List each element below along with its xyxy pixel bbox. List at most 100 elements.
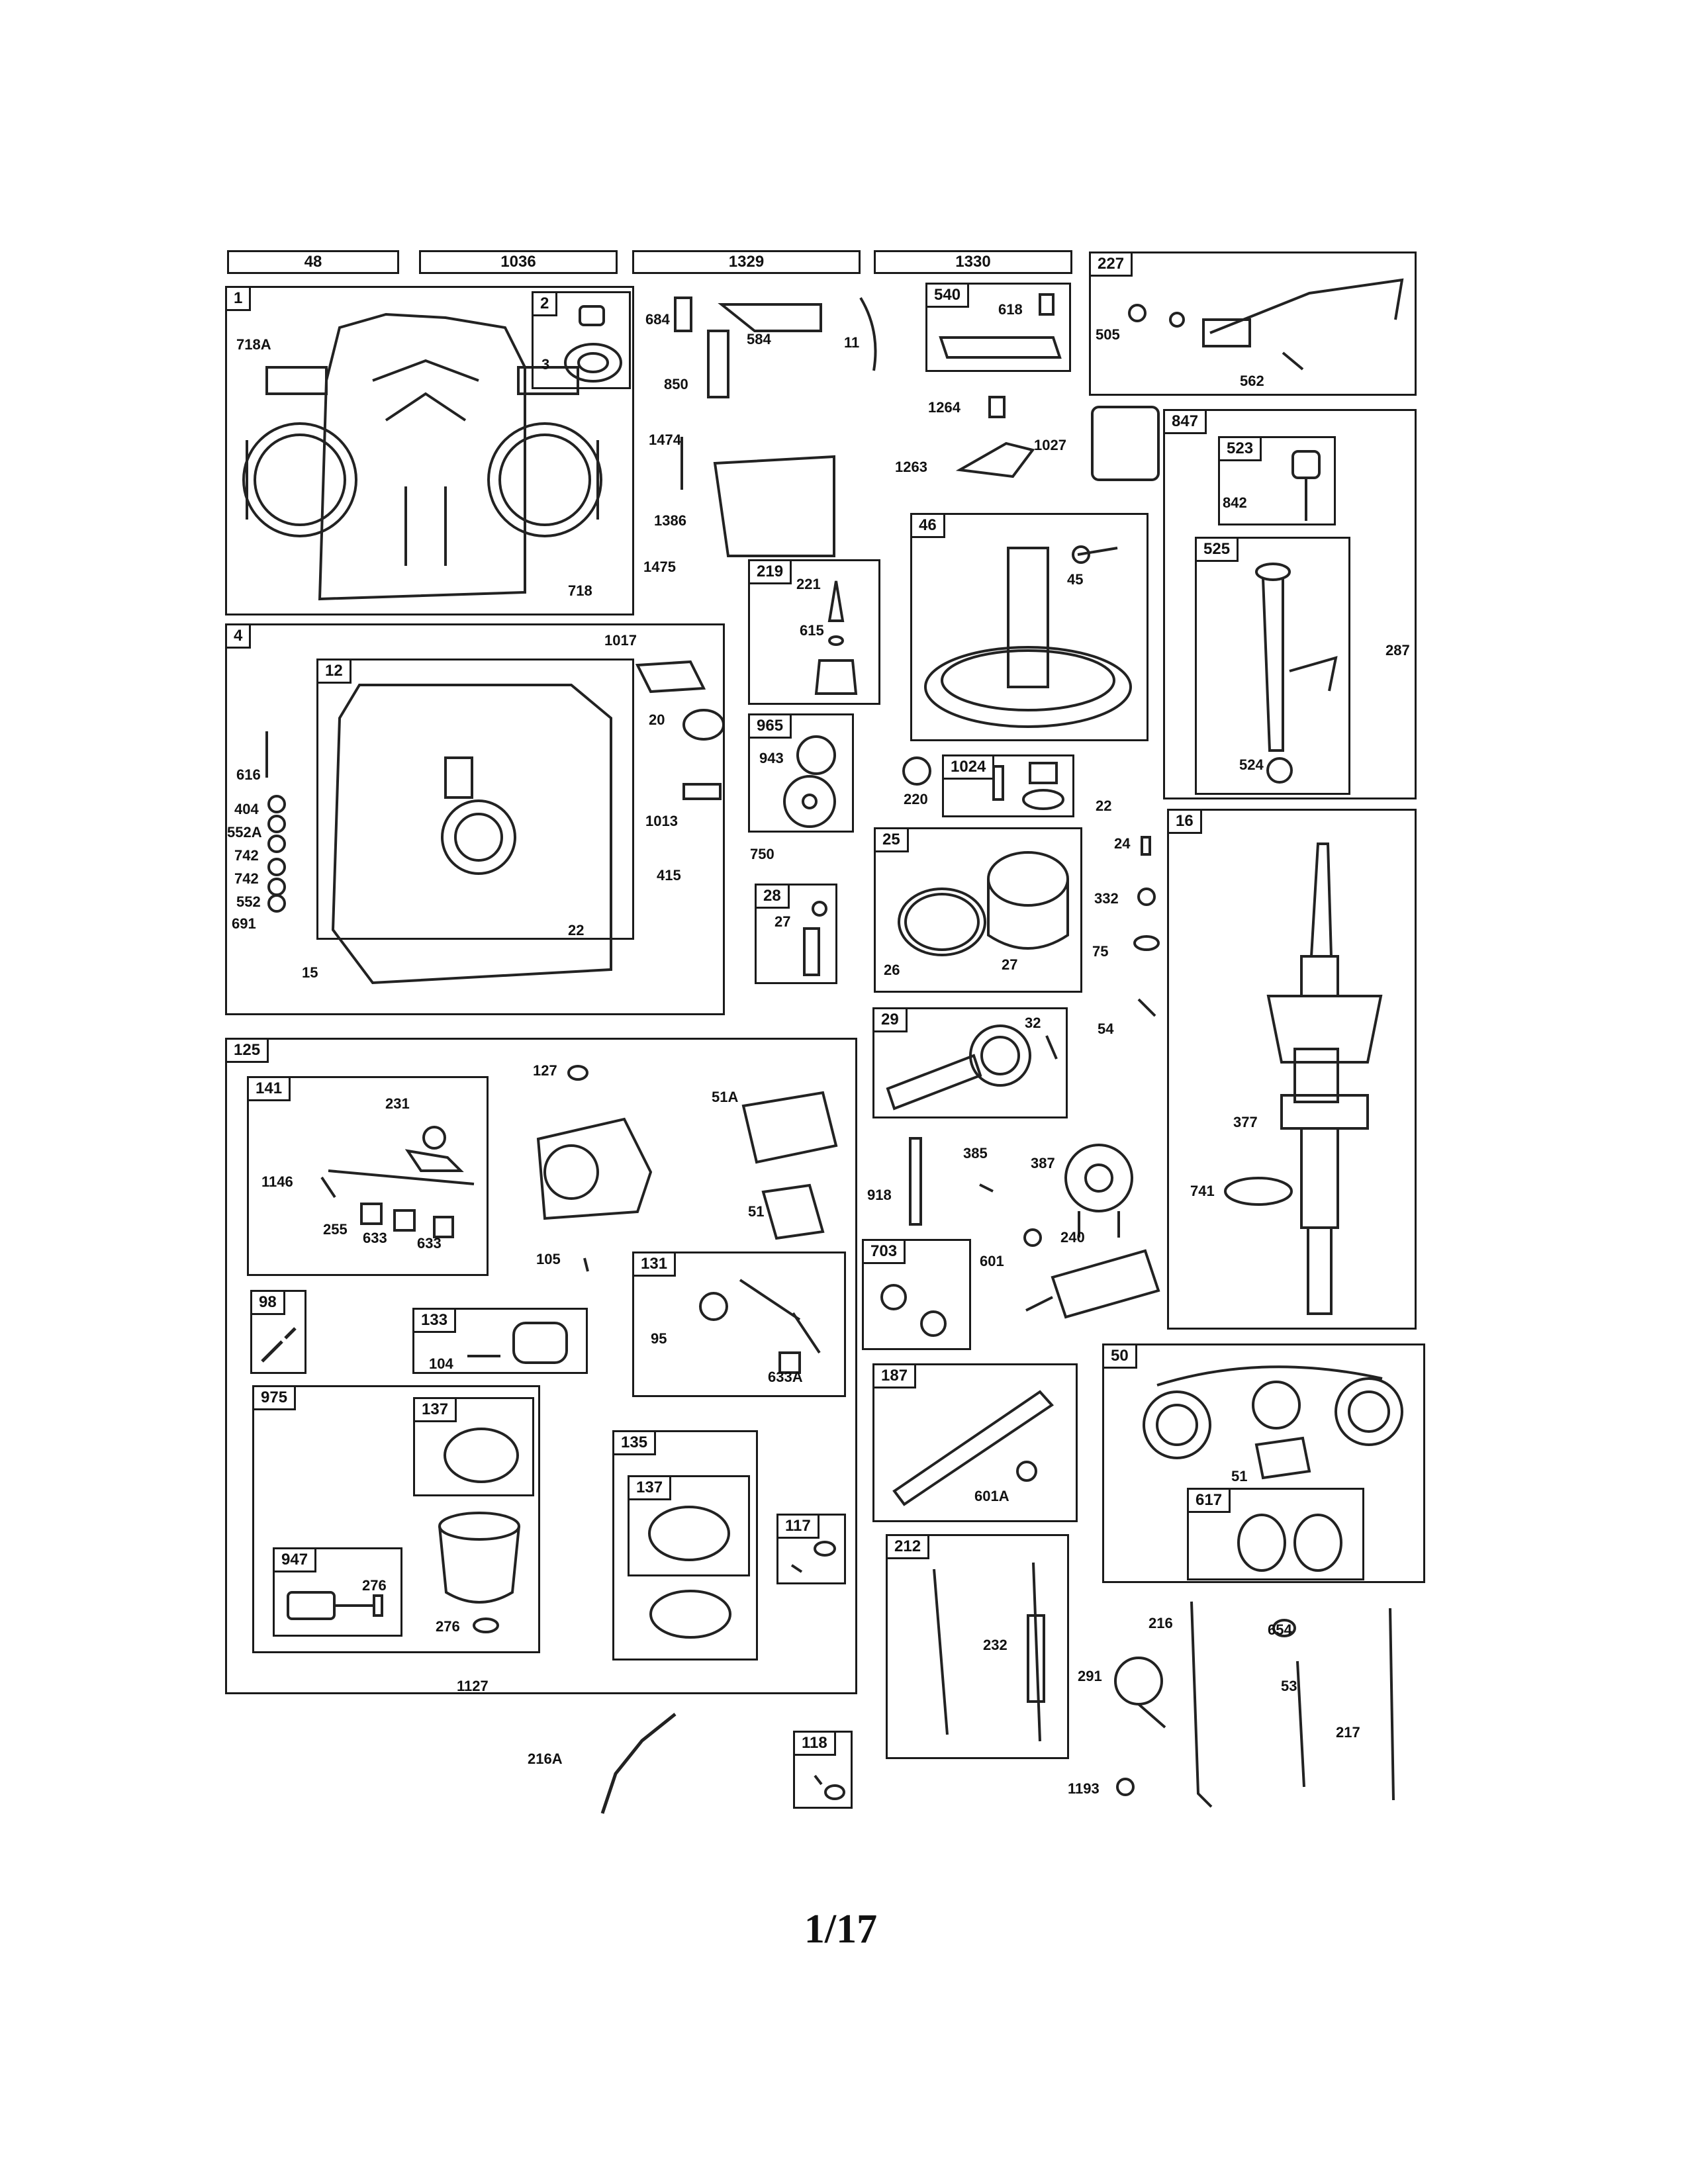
label-415: 415 [657,867,681,884]
label-850: 850 [664,376,688,392]
label-601A: 601A [974,1488,1009,1504]
label-618: 618 [998,301,1023,318]
screw-kit-drawing [790,1541,836,1573]
group-tag: 212 [888,1536,930,1559]
group-525-dipstick-tube: 525 [1195,537,1350,795]
choke-link-drawing [600,1713,677,1814]
label-3: 3 [541,356,550,373]
group-1-cylinder-block: 1 2 [225,286,634,615]
label-633-b: 633 [417,1235,442,1251]
label-552: 552 [236,893,261,910]
fuel-pump-drawing [909,1137,1133,1238]
group-tag: 523 [1220,438,1262,461]
group-tag: 29 [874,1009,908,1032]
label-232: 232 [983,1637,1008,1653]
header-1329: 1329 [632,250,861,274]
group-29-connecting-rod: 29 [872,1007,1068,1118]
group-tag: 125 [227,1040,269,1063]
fuel-line-drawing [892,1390,1055,1506]
group-tag: 947 [275,1549,317,1572]
label-20: 20 [649,711,665,728]
throttle-shaft-drawing [320,1126,475,1238]
label-1263: 1263 [895,459,927,475]
label-943: 943 [759,750,784,766]
label-691: 691 [232,915,256,932]
group-141-throttle-shaft: 141 [247,1076,489,1276]
group-tag: 98 [252,1292,285,1315]
label-584: 584 [747,331,771,347]
label-377: 377 [1233,1114,1258,1130]
crankcase-cover-drawing [265,660,723,985]
group-25-piston: 25 [874,827,1082,993]
group-125-carburetor: 125 141 98 133 131 975 [225,1038,857,1694]
label-1146: 1146 [261,1173,293,1190]
group-tag: 25 [876,829,909,852]
float-drawing [467,1322,568,1364]
group-tag: 1024 [944,756,995,780]
bowl-base-drawing [649,1590,731,1639]
label-918: 918 [867,1187,892,1203]
seal-kit-drawing [1237,1514,1342,1572]
label-231: 231 [385,1095,410,1112]
group-tag: 4 [227,625,252,649]
label-51-a: 51 [748,1203,765,1220]
throttle-linkage-drawing [1114,1601,1395,1808]
group-tag: 141 [249,1078,291,1101]
group-tag: 16 [1169,811,1202,834]
fuel-bowl-drawing [438,1512,520,1633]
group-847-dipstick-assembly: 847 523 525 [1163,409,1417,799]
group-219-governor: 219 [748,559,880,705]
header-1036: 1036 [419,250,618,274]
group-117-screw-kit: 117 [776,1514,846,1584]
label-51-b: 51 [1231,1468,1248,1484]
label-742-a: 742 [234,847,259,864]
group-2-seal: 2 [532,291,631,389]
label-1475: 1475 [643,559,676,575]
group-tag: 703 [864,1241,906,1264]
group-135-fuel-bowl-gasket: 135 137 [612,1430,758,1661]
label-216A: 216A [528,1751,563,1767]
label-105: 105 [536,1251,561,1267]
group-tag: 617 [1189,1490,1231,1513]
group-tag: 117 [778,1516,820,1539]
label-742-b: 742 [234,870,259,887]
label-95: 95 [651,1330,667,1347]
label-404: 404 [234,801,259,817]
group-tag: 525 [1197,539,1239,562]
page-number: 1/17 [804,1907,878,1952]
label-1013: 1013 [645,813,678,829]
group-tag: 137 [415,1399,457,1422]
group-tag: 118 [795,1733,836,1756]
group-tag: 50 [1104,1345,1137,1369]
group-tag: 540 [927,285,970,308]
camshaft-drawing [924,545,1132,728]
header-48: 48 [227,250,399,274]
control-bracket-drawing [1128,278,1404,371]
group-tag: 1 [227,288,252,311]
choke-shaft-drawing [699,1279,821,1374]
group-137-gasket-kit-b: 137 [628,1475,750,1576]
group-617-seal-kit: 617 [1187,1488,1364,1580]
label-1386: 1386 [654,512,686,529]
intake-manifold-drawing [1143,1365,1403,1480]
group-tag: 133 [414,1310,457,1333]
group-tag: 2 [534,293,558,316]
label-27-b: 27 [1002,956,1018,973]
label-552A: 552A [227,824,262,841]
group-tag: 965 [750,715,792,739]
seal-drawing [564,305,622,383]
dipstick-tube-drawing [1255,563,1338,784]
oil-pump-drawing [783,735,836,828]
group-tag: 28 [757,886,790,909]
label-741: 741 [1190,1183,1215,1199]
group-tag: 131 [634,1253,677,1277]
label-127: 127 [533,1062,557,1079]
group-523-dipstick: 523 [1218,436,1336,525]
label-220: 220 [904,791,928,807]
label-718A: 718A [236,336,271,353]
group-tag: 847 [1165,411,1207,434]
label-1127: 1127 [457,1678,489,1694]
label-11: 11 [844,334,860,351]
group-4-crankcase-cover: 4 12 [225,623,725,1015]
group-1024-valve-kit: 1024 [942,754,1074,817]
